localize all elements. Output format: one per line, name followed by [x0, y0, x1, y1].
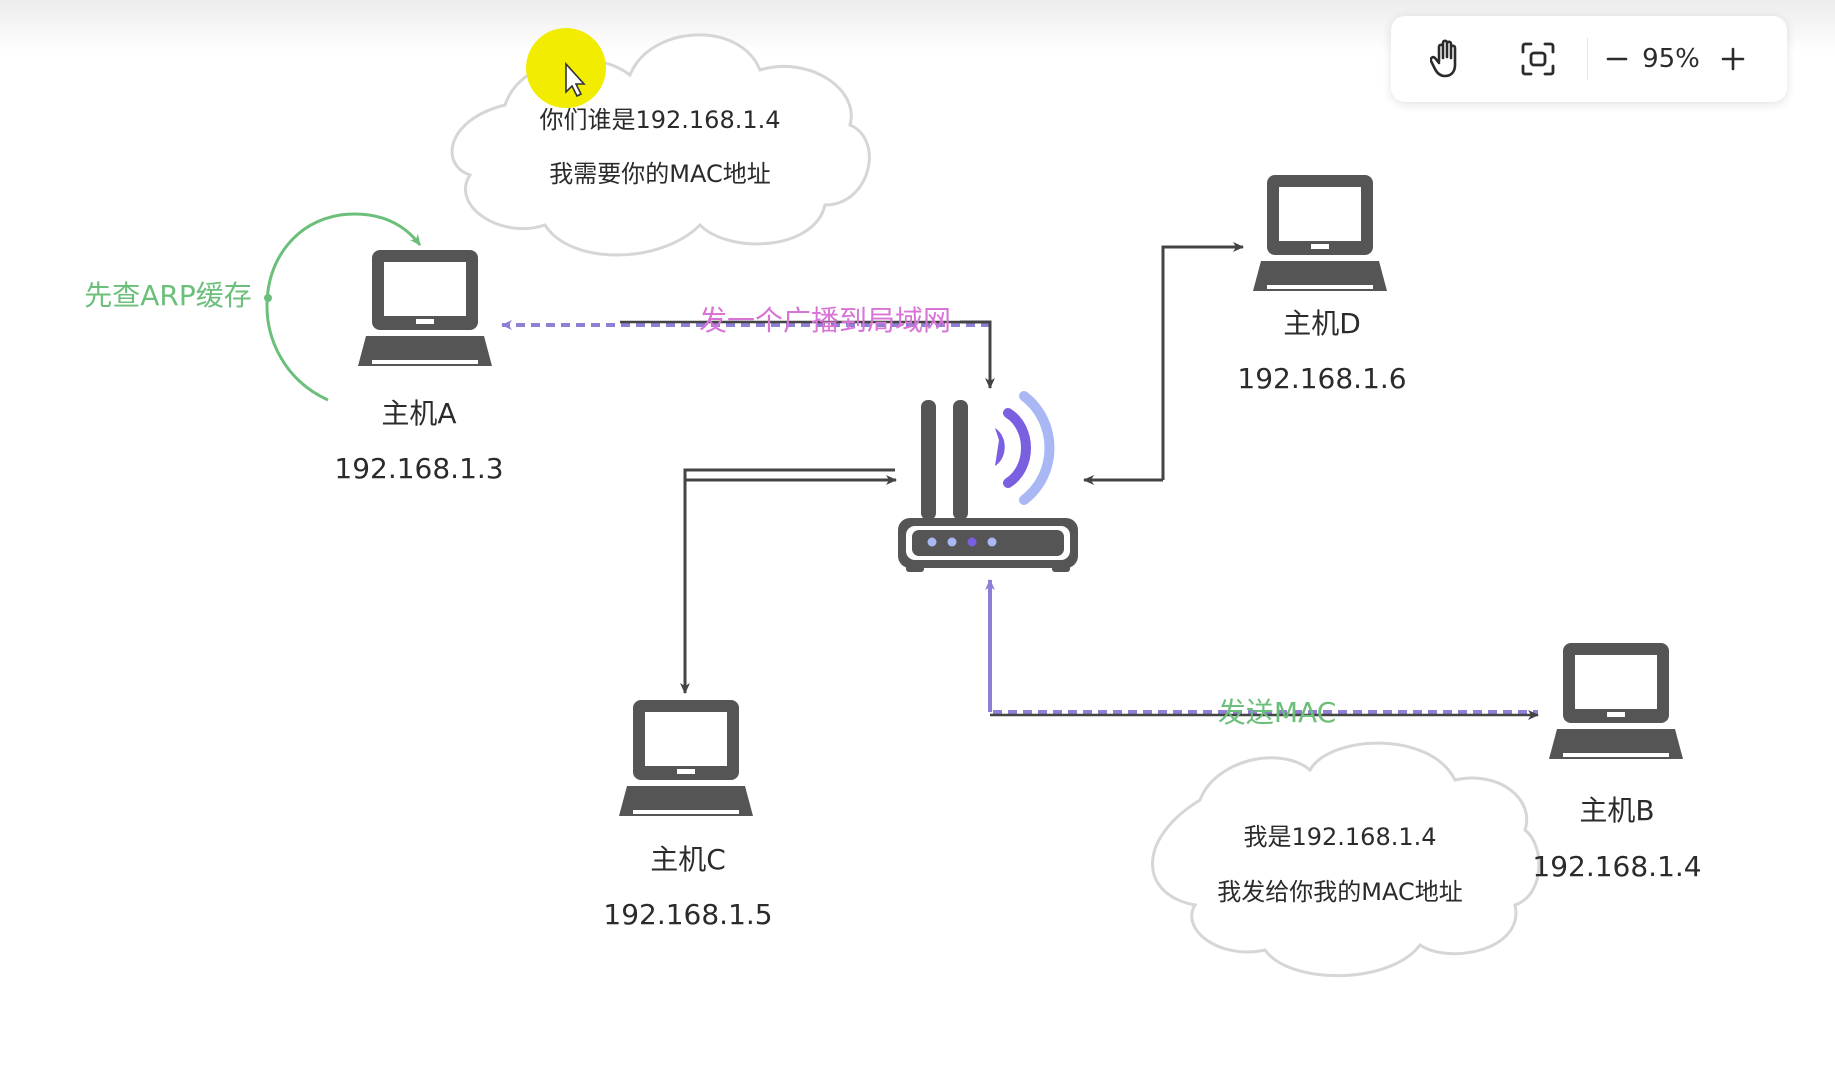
connector-router-to-host-d	[1161, 242, 1244, 480]
laptop-icon-host-a[interactable]	[358, 250, 492, 366]
connector-router-to-host-c	[680, 468, 895, 694]
reply-dashed-line	[988, 580, 1538, 714]
toolbar-divider	[1587, 38, 1588, 80]
host-b-name: 主机B	[1579, 794, 1655, 827]
hand-tool-button[interactable]	[1419, 16, 1477, 102]
laptop-icon-host-c[interactable]	[619, 700, 753, 816]
laptop-icon-host-b[interactable]	[1549, 643, 1683, 759]
reply-cloud	[1151, 741, 1541, 978]
zoom-toolbar: 95%	[1391, 16, 1787, 102]
fit-screen-button[interactable]	[1509, 16, 1567, 102]
zoom-level[interactable]: 95%	[1642, 44, 1700, 74]
host-c-ip: 192.168.1.5	[603, 898, 773, 931]
mouse-cursor-icon	[565, 61, 586, 98]
reply-cloud-line2: 我发给你我的MAC地址	[1217, 878, 1463, 906]
host-d-name: 主机D	[1283, 307, 1361, 340]
connector-to-router-top	[960, 320, 995, 389]
arp-cache-dot	[264, 294, 272, 302]
host-c-name: 主机C	[650, 843, 726, 876]
hand-icon	[1430, 39, 1457, 78]
host-b-ip: 192.168.1.4	[1532, 850, 1702, 883]
host-d-ip: 192.168.1.6	[1237, 362, 1407, 395]
request-cloud-line1: 你们谁是192.168.1.4	[539, 106, 781, 134]
laptop-icon-host-d[interactable]	[1253, 175, 1387, 291]
request-cloud-line2: 我需要你的MAC地址	[549, 160, 771, 188]
host-a-name: 主机A	[381, 397, 457, 430]
arp-cache-label: 先查ARP缓存	[84, 279, 252, 312]
router-icon[interactable]	[898, 391, 1078, 572]
plus-icon	[1721, 47, 1745, 71]
zoom-out-button[interactable]	[1595, 16, 1639, 102]
host-a-ip: 192.168.1.3	[334, 452, 504, 485]
request-cloud	[450, 33, 871, 257]
arp-cache-arrow	[265, 212, 422, 402]
send-mac-label: 发送MAC	[1217, 696, 1337, 729]
zoom-in-button[interactable]	[1711, 16, 1755, 102]
broadcast-label: 发一个广播到局域网	[698, 304, 952, 337]
reply-cloud-line1: 我是192.168.1.4	[1243, 823, 1437, 851]
minus-icon	[1606, 57, 1628, 61]
fit-screen-icon	[1521, 42, 1555, 76]
